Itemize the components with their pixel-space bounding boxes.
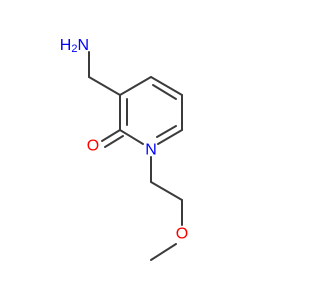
- bond-o-ch3: [150, 243, 177, 261]
- molecule-structure: H2N O N O: [60, 37, 188, 261]
- bond-n1-c2: [119, 129, 144, 145]
- bond-c4-c5-inner: [152, 84, 177, 100]
- bond-ch2a-ch2b: [150, 181, 183, 201]
- bond-c3-c4: [119, 76, 152, 96]
- ring-nitrogen-label: N: [145, 142, 157, 159]
- bond-c2-o-a: [101, 129, 121, 142]
- bond-c4-c5: [150, 76, 183, 96]
- bond-c6-n1-inner: [156, 125, 177, 138]
- carbonyl-oxygen-label: O: [87, 138, 99, 155]
- ether-oxygen-label: O: [176, 226, 188, 243]
- amine-label: H2N: [60, 37, 89, 56]
- bond-c6-n1: [157, 129, 183, 145]
- bond-c2-o-b: [104, 135, 124, 148]
- bond-c3-ch2: [88, 76, 121, 96]
